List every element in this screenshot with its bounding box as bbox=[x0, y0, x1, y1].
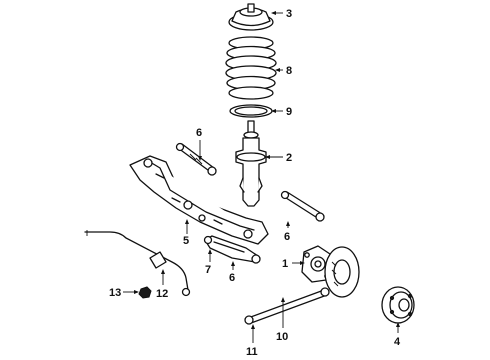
rear-crossmember bbox=[129, 155, 269, 245]
strut-assembly bbox=[235, 120, 267, 207]
callout-11: 11 bbox=[246, 346, 258, 358]
stabilizer-bar bbox=[84, 230, 191, 297]
callout-7: 7 bbox=[205, 264, 211, 276]
arrowheads bbox=[134, 11, 400, 329]
callout-9: 9 bbox=[286, 106, 292, 118]
lower-control-arm bbox=[203, 235, 261, 264]
callout-6-lower: 6 bbox=[229, 272, 235, 284]
strut-top-mount bbox=[228, 3, 274, 31]
callout-5: 5 bbox=[183, 235, 189, 247]
callout-6-upper: 6 bbox=[196, 127, 202, 139]
rear-arm bbox=[280, 190, 325, 222]
callout-2: 2 bbox=[286, 152, 292, 164]
nut bbox=[138, 286, 152, 299]
callout-13: 13 bbox=[109, 287, 121, 299]
lateral-link bbox=[244, 287, 330, 325]
backing-plate bbox=[324, 246, 360, 298]
upper-control-arm bbox=[175, 142, 217, 176]
callout-8: 8 bbox=[286, 65, 292, 77]
knuckle bbox=[301, 245, 335, 283]
callout-4: 4 bbox=[394, 336, 401, 348]
spring-insulator bbox=[229, 104, 273, 118]
callout-12: 12 bbox=[156, 288, 168, 300]
callout-3: 3 bbox=[286, 8, 292, 20]
coil-spring bbox=[225, 36, 277, 100]
hub-bearing bbox=[381, 286, 415, 324]
callout-10: 10 bbox=[276, 331, 288, 343]
callout-1: 1 bbox=[282, 258, 288, 270]
callout-6-rear: 6 bbox=[284, 231, 290, 243]
callout-labels: 3 8 9 6 2 5 6 7 6 1 12 13 10 11 4 bbox=[109, 8, 401, 358]
